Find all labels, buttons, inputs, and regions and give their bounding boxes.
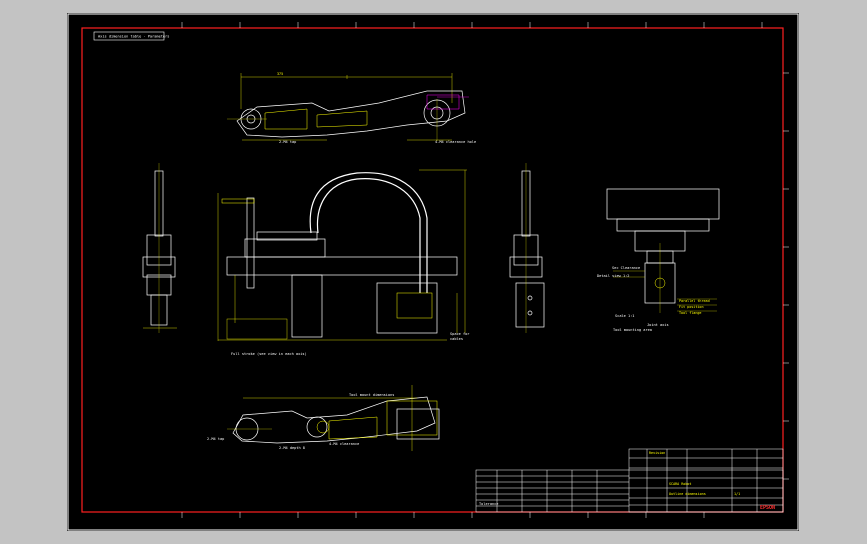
top-view-note-right: 4-M4 clearance hole bbox=[435, 140, 476, 144]
front-view-space-note: Space for bbox=[450, 332, 470, 336]
detail-view bbox=[606, 188, 720, 313]
detail-label-5: Tool flange bbox=[679, 311, 701, 315]
title-block-name: SCARA Robot bbox=[669, 482, 691, 486]
bottom-view bbox=[227, 385, 440, 451]
detail-label-8: Tool mounting area bbox=[613, 328, 652, 332]
bottom-view-note-left: 2-M4 depth 8 bbox=[279, 446, 305, 450]
title-block-model: Outline dimensions bbox=[669, 492, 706, 496]
top-view-note-left: 2-M4 tap bbox=[279, 140, 296, 144]
sheet-label: Axis dimension table - Parameters bbox=[98, 35, 169, 39]
detail-label-6: Scale 1:1 bbox=[615, 314, 634, 318]
front-view-note: Full stroke (see view in each axis) bbox=[231, 352, 307, 356]
bottom-view-note-mid: 4-M4 clearance bbox=[329, 442, 359, 446]
title-block-header: Revision bbox=[649, 451, 665, 455]
left-side-view bbox=[142, 163, 177, 333]
detail-label-7: Joint axis bbox=[647, 323, 669, 327]
detail-label-4: Fit position bbox=[679, 305, 704, 309]
top-view bbox=[227, 73, 469, 141]
cad-drawing: Axis dimension table - Parameters 2-M4 t… bbox=[67, 13, 799, 531]
front-view bbox=[217, 169, 467, 341]
title-block-sheet: 1/1 bbox=[734, 492, 740, 496]
inner-border bbox=[81, 27, 784, 513]
company-logo: EPSON bbox=[760, 505, 775, 511]
outer-border bbox=[67, 13, 799, 531]
drawing-canvas[interactable]: Axis dimension table - Parameters 2-M4 t… bbox=[67, 13, 799, 531]
bottom-view-note-top: Tool mount dimensions bbox=[349, 393, 394, 397]
detail-label-2: Detail view 1:2 bbox=[597, 274, 629, 278]
title-block bbox=[475, 448, 784, 513]
zone-ticks bbox=[181, 22, 789, 518]
detail-label-3: Parallel thread bbox=[679, 299, 710, 303]
title-block-tolerance: Tolerance bbox=[479, 502, 498, 506]
front-view-space-note-2: cables bbox=[450, 337, 463, 341]
sheet-label-box bbox=[93, 31, 165, 41]
top-view-dim: 375 bbox=[277, 72, 283, 76]
right-side-view bbox=[509, 163, 545, 333]
bottom-view-note-far-left: 2-M4 tap bbox=[207, 437, 224, 441]
detail-label-1: Sec Clearance bbox=[612, 266, 640, 270]
